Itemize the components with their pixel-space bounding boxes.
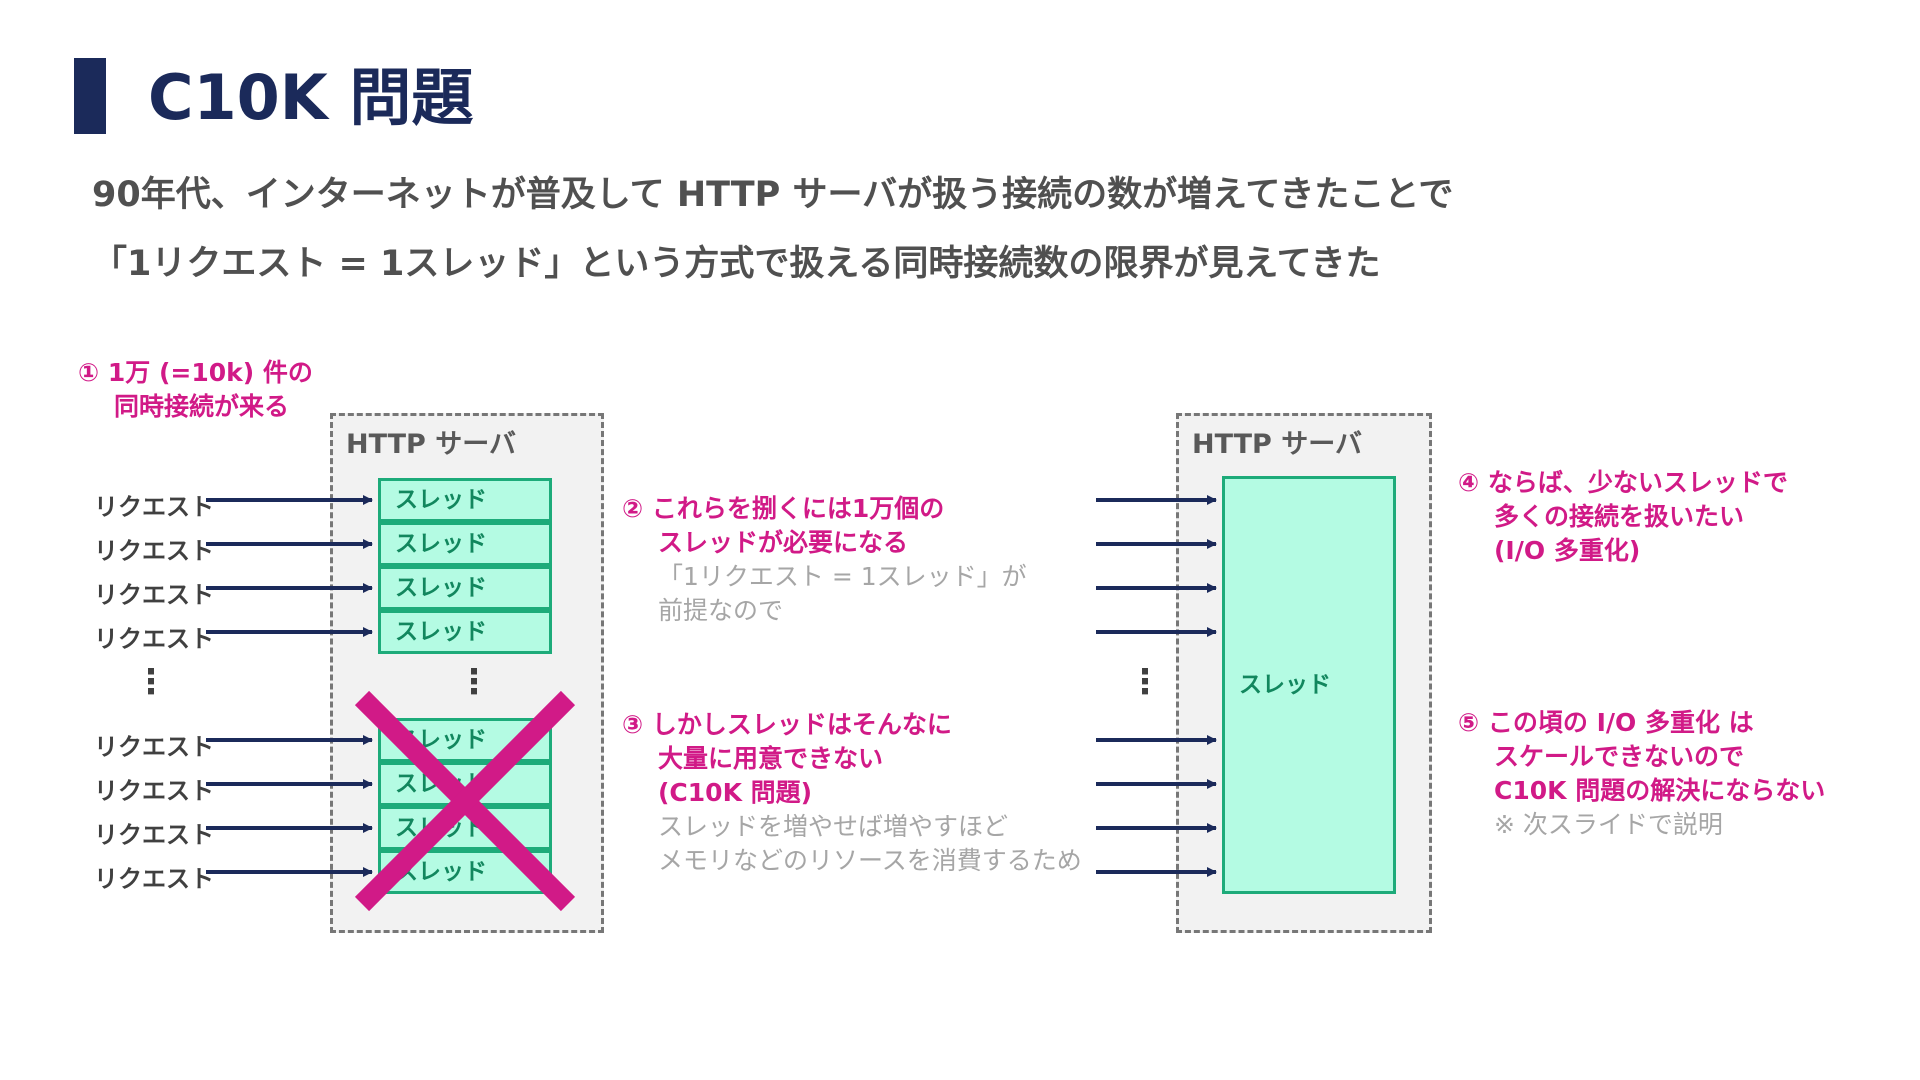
request-label: リクエスト	[94, 581, 214, 609]
left-server-label: HTTP サーバ	[346, 429, 516, 460]
single-thread-label: スレッド	[1239, 672, 1331, 698]
note-3-line-1: ③ しかしスレッドはそんなに	[622, 710, 952, 739]
page-title: C10K 問題	[148, 61, 474, 134]
note-1-line-2: 同時接続が来る	[114, 392, 290, 421]
note-5-line-4: ※ 次スライドで説明	[1494, 810, 1723, 839]
title-accent-bar	[74, 58, 106, 134]
thread-box: スレッド	[378, 478, 552, 522]
note-4-line-1: ④ ならば、少ないスレッドで	[1458, 468, 1788, 497]
note-5-line-2: スケールできないので	[1494, 742, 1745, 771]
request-label: リクエスト	[94, 777, 214, 805]
subtitle-line-1: 90年代、インターネットが普及して HTTP サーバが扱う接続の数が増えてきたこ…	[92, 175, 1454, 215]
request-label: リクエスト	[94, 493, 214, 521]
request-label: リクエスト	[94, 625, 214, 653]
note-3-line-2: 大量に用意できない	[658, 744, 884, 773]
note-5-line-1: ⑤ この頃の I/O 多重化 は	[1458, 708, 1754, 737]
note-1-line-1: ① 1万 (=10k) 件の	[78, 358, 313, 387]
note-3-line-5: メモリなどのリソースを消費するため	[658, 846, 1082, 875]
note-5-line-3: C10K 問題の解決にならない	[1494, 776, 1826, 805]
note-4-line-2: 多くの接続を扱いたい	[1494, 502, 1745, 531]
note-3-line-4: スレッドを増やせば増やすほど	[658, 812, 1009, 841]
cross-mark-stroke-2	[354, 690, 576, 912]
note-2-line-3: 「1リクエスト = 1スレッド」が	[658, 562, 1027, 591]
thread-box: スレッド	[378, 610, 552, 654]
request-label: リクエスト	[94, 733, 214, 761]
thread-box: スレッド	[378, 522, 552, 566]
request-label: リクエスト	[94, 821, 214, 849]
note-2-line-2: スレッドが必要になる	[658, 528, 909, 557]
thread-box: スレッド	[378, 566, 552, 610]
subtitle-line-2: 「1リクエスト = 1スレッド」という方式で扱える同時接続数の限界が見えてきた	[92, 244, 1381, 284]
single-thread-box: スレッド	[1222, 476, 1396, 894]
note-2-line-4: 前提なので	[658, 596, 784, 625]
right-server-label: HTTP サーバ	[1192, 429, 1362, 460]
request-label: リクエスト	[94, 537, 214, 565]
request-label: リクエスト	[94, 865, 214, 893]
note-2-line-1: ② これらを捌くには1万個の	[622, 494, 945, 523]
note-4-line-3: (I/O 多重化)	[1494, 536, 1641, 565]
note-3-line-3: (C10K 問題)	[658, 778, 813, 807]
